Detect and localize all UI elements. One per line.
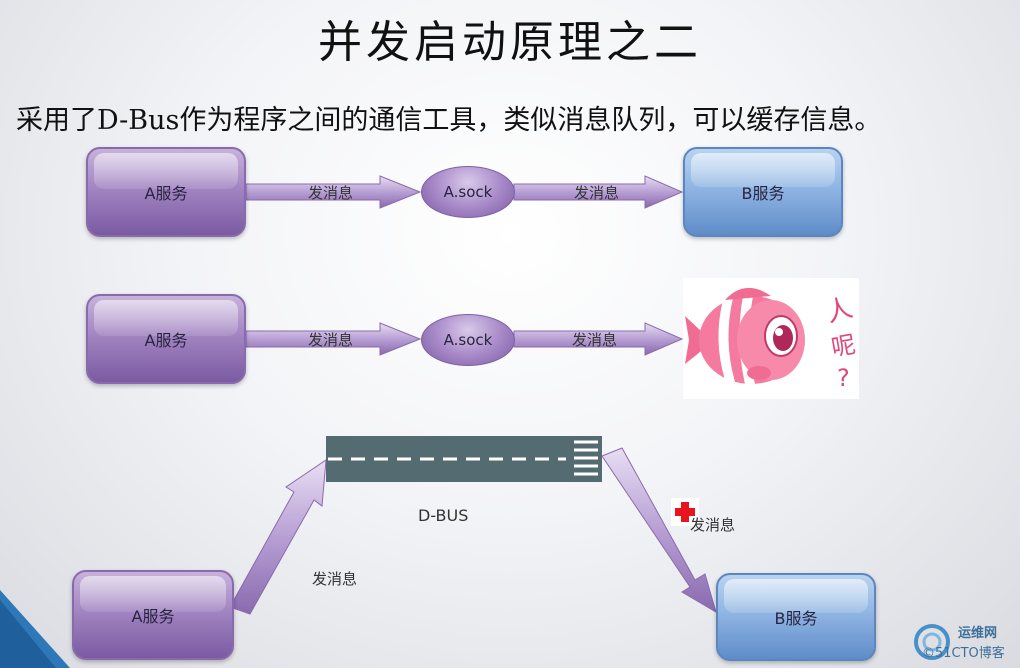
arrow-row3-bus-to-b — [601, 447, 717, 614]
page-title: 并发启动原理之二 — [318, 17, 702, 68]
socket-ellipse-row2: A.sock — [421, 314, 515, 366]
watermark-line2: ©51CTO博客 — [922, 646, 1005, 661]
red-cross-icon — [671, 498, 699, 526]
socket-label: A.sock — [443, 183, 493, 201]
arrow-row2-sock-to-fish — [513, 322, 684, 356]
dbus-road — [326, 436, 602, 482]
arrow-row3-a-to-bus — [229, 458, 327, 615]
service-b-label: B服务 — [741, 184, 785, 203]
svg-text:人: 人 — [823, 293, 856, 329]
arrow-label: 发消息 — [308, 184, 354, 202]
socket-ellipse-row1: A.sock — [421, 166, 515, 218]
service-b-label: B服务 — [774, 609, 818, 628]
arrow-label: 发消息 — [312, 570, 358, 588]
service-a-box-row1: A服务 — [86, 147, 246, 237]
arrow-label: 发消息 — [572, 331, 618, 349]
arrow-row1-sock-to-b — [513, 175, 684, 209]
service-a-label: A服务 — [144, 331, 188, 350]
service-b-box-row3: B服务 — [716, 573, 876, 661]
watermark-logo: 运维网 ©51CTO博客 — [912, 620, 1017, 666]
service-a-label: A服务 — [144, 184, 188, 203]
service-a-label: A服务 — [131, 607, 175, 626]
arrow-label: 发消息 — [308, 331, 354, 349]
corner-decoration — [0, 590, 70, 668]
fish-illustration: 人 呢 ? — [683, 278, 859, 399]
arrow-row1-a-to-sock — [245, 175, 422, 209]
arrow-label: 发消息 — [574, 184, 620, 202]
dbus-label: D-BUS — [418, 506, 469, 525]
service-a-box-row2: A服务 — [86, 294, 246, 384]
service-a-box-row3: A服务 — [72, 570, 234, 660]
watermark-line1: 运维网 — [958, 626, 998, 641]
svg-text:?: ? — [837, 364, 850, 392]
arrow-label: 发消息 — [690, 516, 736, 534]
svg-text:呢: 呢 — [829, 330, 857, 362]
swirl-icon — [914, 624, 950, 660]
subtitle: 采用了D-Bus作为程序之间的通信工具，类似消息队列，可以缓存信息。 — [16, 105, 882, 136]
service-b-box-row1: B服务 — [683, 147, 843, 237]
socket-label: A.sock — [443, 331, 493, 349]
arrow-row2-a-to-sock — [245, 322, 422, 356]
road-markings — [328, 440, 598, 476]
